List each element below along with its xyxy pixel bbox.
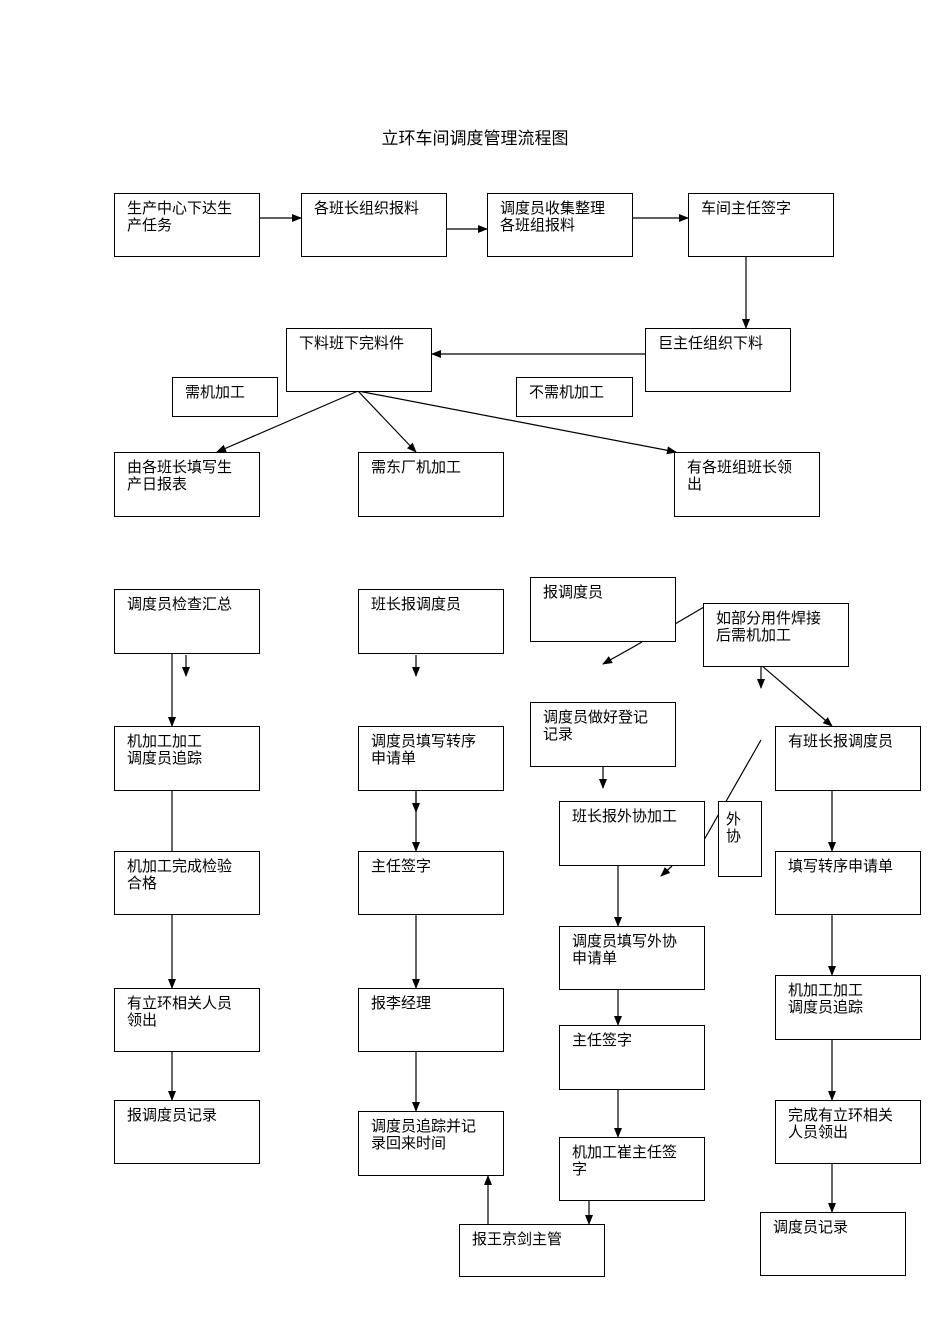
line-c4-2-c3-3	[703, 739, 762, 841]
arrow-c4-1-2	[760, 664, 833, 727]
node-c4-transfer-form: 填写转序申请单	[775, 851, 921, 915]
node-c1-staff-collect: 有立环相关人员 领出	[114, 988, 260, 1052]
node-c2-report-manager-li: 报李经理	[358, 988, 504, 1052]
node-c3-outsource-form: 调度员填写外协 申请单	[559, 926, 705, 990]
node-c4-weld-then-machine: 如部分用件焊接 后需机加工	[703, 603, 849, 667]
node-director-sign: 车间主任签字	[688, 193, 834, 257]
node-cutting-done: 下料班下完料件	[286, 328, 432, 392]
arrow-c3-3-side	[660, 865, 673, 877]
node-ju-director-cutting: 巨主任组织下料	[645, 328, 791, 392]
node-daily-report: 由各班长填写生 产日报表	[114, 452, 260, 517]
node-production-task: 生产中心下达生 产任务	[114, 193, 260, 257]
node-c2-track-return-time: 调度员追踪并记 录回来时间	[358, 1111, 504, 1176]
flowchart-title: 立环车间调度管理流程图	[381, 129, 569, 149]
node-c2-transfer-form: 调度员填写转序 申请单	[358, 726, 504, 791]
node-dispatcher-collect: 调度员收集整理 各班组报料	[487, 193, 633, 257]
node-c1-inspection-pass: 机加工完成检验 合格	[114, 851, 260, 915]
node-c2-leader-report: 班长报调度员	[358, 589, 504, 654]
arrow-n6-n9	[216, 390, 359, 453]
node-c1-dispatcher-check: 调度员检查汇总	[114, 589, 260, 654]
node-c4-leader-report: 有班长报调度员	[775, 726, 921, 791]
node-c3-report-dispatcher: 报调度员	[530, 577, 676, 642]
node-east-plant-machining: 需东厂机加工	[358, 452, 504, 517]
label-needs-machining: 需机加工	[172, 377, 278, 417]
node-c1-machining-track: 机加工加工 调度员追踪	[114, 726, 260, 791]
node-c2-report-supervisor-wang: 报王京剑主管	[459, 1224, 605, 1277]
node-team-material-report: 各班长组织报料	[301, 193, 447, 257]
node-c3-cui-director-sign: 机加工崔主任签 字	[559, 1137, 705, 1201]
node-c2-director-sign: 主任签字	[358, 851, 504, 915]
arrow-n6-n11	[357, 390, 677, 455]
node-c3-dispatcher-register: 调度员做好登记 记录	[530, 702, 676, 767]
node-c4-machining-track: 机加工加工 调度员追踪	[775, 975, 921, 1040]
label-outsource: 外 协	[718, 801, 762, 877]
arrow-n6-n10	[357, 390, 417, 453]
node-c4-dispatcher-record: 调度员记录	[760, 1212, 906, 1276]
line-c4-1-c3-1	[674, 606, 705, 625]
node-c3-director-sign: 主任签字	[559, 1025, 705, 1090]
label-no-machining: 不需机加工	[516, 377, 633, 417]
node-c1-dispatcher-record: 报调度员记录	[114, 1100, 260, 1164]
node-c4-staff-collect: 完成有立环相关 人员领出	[775, 1100, 921, 1164]
arrow-c3-1-down	[602, 641, 643, 665]
node-c3-outsource-report: 班长报外协加工	[559, 801, 705, 866]
node-team-leader-collect: 有各班组班长领 出	[674, 452, 820, 517]
